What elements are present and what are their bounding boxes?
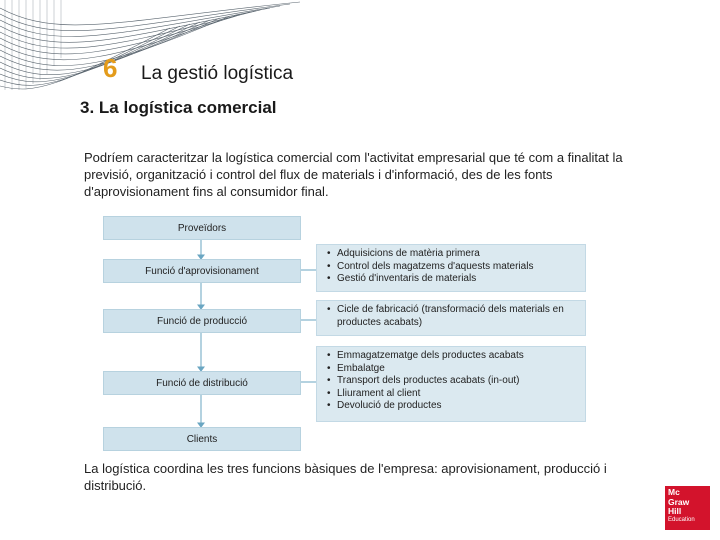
function-production-box: Funció de producció xyxy=(103,309,301,333)
list-item: Adquisicions de matèria primera xyxy=(327,248,585,261)
list-item: Embalatge xyxy=(327,363,585,376)
function-procurement-box: Funció d'aprovisionament xyxy=(103,259,301,283)
distribution-tasks-panel: Emmagatzematge dels productes acabats Em… xyxy=(316,346,586,422)
list-item: Devolució de productes xyxy=(327,400,585,413)
intro-paragraph: Podríem caracteritzar la logística comer… xyxy=(84,150,623,199)
list-item: Cicle de fabricació (transformació dels … xyxy=(327,304,585,329)
decorative-wave-graphic xyxy=(0,0,300,90)
function-procurement-label: Funció d'aprovisionament xyxy=(145,265,259,277)
logo-line: Graw xyxy=(668,496,690,507)
procurement-tasks-panel: Adquisicions de matèria primera Control … xyxy=(316,244,586,292)
suppliers-label: Proveïdors xyxy=(177,222,227,234)
list-item: Transport dels productes acabats (in-out… xyxy=(327,375,585,388)
outro-paragraph: La logística coordina les tres funcions … xyxy=(84,461,607,493)
function-distribution-box: Funció de distribució xyxy=(103,371,301,395)
function-distribution-label: Funció de distribució xyxy=(156,377,248,389)
chapter-title: La gestió logística xyxy=(141,63,294,84)
list-item: Control dels magatzems d'aquests materia… xyxy=(327,261,585,274)
section-title: 3. La logística comercial xyxy=(80,98,277,117)
logo-line: Education xyxy=(668,516,695,523)
logo-line: Hill xyxy=(668,506,682,516)
production-tasks-panel: Cicle de fabricació (transformació dels … xyxy=(316,300,586,336)
list-item: Emmagatzematge dels productes acabats xyxy=(327,350,585,363)
mcgraw-hill-logo: Mc Graw Hill Education xyxy=(665,486,710,530)
list-item: Lliurament al client xyxy=(327,388,585,401)
chapter-number: 6 xyxy=(103,53,118,83)
list-item: Gestió d'inventaris de materials xyxy=(327,273,585,286)
logo-line: Mc xyxy=(668,487,680,497)
suppliers-box: Proveïdors xyxy=(103,216,301,240)
clients-box: Clients xyxy=(103,427,301,451)
function-production-label: Funció de producció xyxy=(156,315,248,327)
clients-label: Clients xyxy=(186,433,218,445)
